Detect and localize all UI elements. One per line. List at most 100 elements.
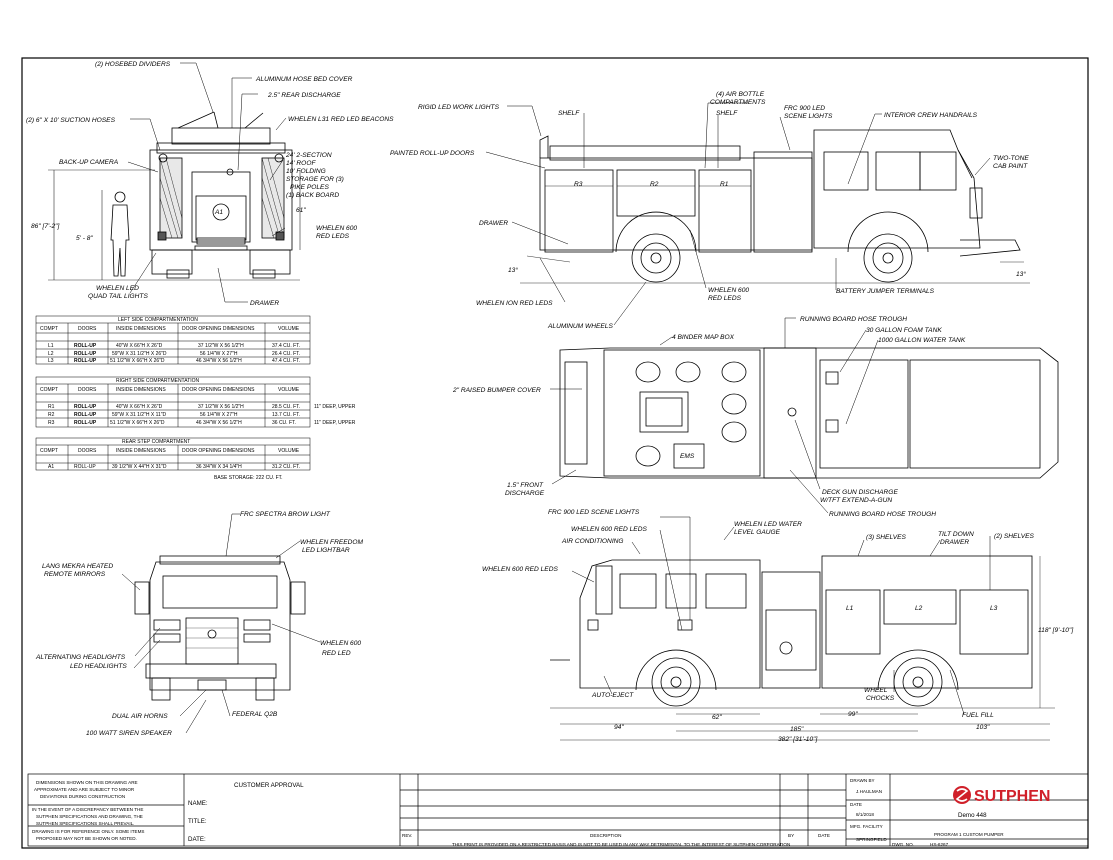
right-row1-doors: ROLL-UP xyxy=(74,404,97,410)
right-th-compt: COMPT xyxy=(40,387,58,393)
right-row2-inside: 59"W X 31 1/2"H X 11"D xyxy=(112,412,167,418)
date-label-right: DATE xyxy=(850,802,862,807)
top-view xyxy=(559,347,1059,479)
left-table-title: LEFT SIDE COMPARTMENTATION xyxy=(118,317,198,323)
disclaimer3-line1: DRAWING IS FOR REFERENCE ONLY. SOME ITEM… xyxy=(32,829,144,834)
label-bumper-cover: 2" RAISED BUMPER COVER xyxy=(452,387,541,394)
mfg-label: MFG. FACILITY xyxy=(850,824,883,829)
label-r3: R3 xyxy=(574,181,583,188)
label-water-gauge-a: WHELEN LED WATER xyxy=(734,521,802,528)
rear-step-table xyxy=(35,437,311,471)
disclaimer3-line2: PROPOSED MAY NOT BE SHOWN OR NOTED. xyxy=(36,836,137,841)
title-block-text: DIMENSIONS SHOWN ON THIS DRAWING ARE APP… xyxy=(32,778,1004,847)
label-federal: FEDERAL Q2B xyxy=(232,711,278,718)
right-row1-inside: 40"W X 66"H X 26"D xyxy=(116,404,163,410)
left-row2-volume: 26.4 CU. FT. xyxy=(272,351,300,357)
date-label: DATE: xyxy=(188,836,206,843)
rear-th-door-opening: DOOR OPENING DIMENSIONS xyxy=(182,448,255,454)
label-whelen-600-b: RED LEDS xyxy=(316,233,350,240)
label-water-tank: 1000 GALLON WATER TANK xyxy=(878,337,966,344)
label-hosebed-dividers: (2) HOSEBED DIVIDERS xyxy=(95,61,171,68)
right-side-view xyxy=(520,129,1030,284)
label-ems: EMS xyxy=(680,453,695,460)
label-dim-86: 86" [7'-2"] xyxy=(31,223,59,230)
label-whelen600-left: WHELEN 600 RED LEDS xyxy=(482,566,558,573)
left-row1-compt: L1 xyxy=(48,343,54,349)
description-header: DESCRIPTION xyxy=(590,833,621,838)
dwg-label: DWG. NO. xyxy=(892,842,914,847)
base-storage: BASE STORAGE: 222 CU. FT. xyxy=(214,475,283,481)
label-map-box: 4 BINDER MAP BOX xyxy=(672,334,735,341)
label-aluminum-wheels: ALUMINUM WHEELS xyxy=(547,323,613,330)
label-dim-103: 103" xyxy=(976,724,990,731)
right-row3-doors: ROLL-UP xyxy=(74,420,97,426)
label-mirrors-b: REMOTE MIRRORS xyxy=(44,571,106,578)
label-l1: L1 xyxy=(846,605,854,612)
demo-label: Demo 448 xyxy=(958,812,987,819)
left-row3-door: 46 3/4"W X 56 1/2"H xyxy=(196,358,242,364)
label-air-horns: DUAL AIR HORNS xyxy=(112,713,168,720)
rear-row1-compt: A1 xyxy=(48,464,54,470)
front-view-leaders xyxy=(121,513,321,734)
label-frc-spectra: FRC SPECTRA BROW LIGHT xyxy=(240,511,331,518)
label-aluminum-hose-bed-cover: ALUMINUM HOSE BED COVER xyxy=(255,76,353,83)
label-fuel-fill: FUEL FILL xyxy=(962,712,994,719)
label-tilt-b: DRAWER xyxy=(940,539,969,546)
disclaimer2-line1: IN THE EVENT OF A DISCREPANCY BETWEEN TH… xyxy=(32,807,143,812)
label-two-tone-b: CAB PAINT xyxy=(993,163,1028,170)
left-row3-doors: ROLL-UP xyxy=(74,358,97,364)
label-alt-headlights: ALTERNATING HEADLIGHTS xyxy=(35,654,126,661)
customer-approval: CUSTOMER APPROVAL xyxy=(234,782,304,789)
left-row3-volume: 47.4 CU. FT. xyxy=(272,358,300,364)
label-siren: 100 WATT SIREN SPEAKER xyxy=(86,730,172,737)
rev-date-header: DATE xyxy=(818,833,830,838)
left-row1-volume: 37.4 CU. FT. xyxy=(272,343,300,349)
disclaimer2-line2: SUTPHEN SPECIFICATIONS AND DRAWING, THE xyxy=(36,814,143,819)
label-shelf-1: SHELF xyxy=(558,110,580,117)
label-drawer-right: DRAWER xyxy=(479,220,508,227)
right-row3-compt: R3 xyxy=(48,420,55,426)
footer-notice: THIS PRINT IS PROVIDED ON A RESTRICTED B… xyxy=(452,842,790,847)
disclaimer1-line2: APPROXIMATE AND ARE SUBJECT TO MINOR xyxy=(34,787,135,792)
mfg-value: SPRINGFIELD xyxy=(856,837,887,842)
rear-row1-doors: ROLL-UP xyxy=(74,464,96,470)
title-block xyxy=(27,773,1089,847)
title-label: TITLE: xyxy=(188,818,207,825)
label-front-discharge-a: 1.5" FRONT xyxy=(507,482,544,489)
label-whelen600-top: WHELEN 600 RED LEDS xyxy=(571,526,647,533)
right-th-inside: INSIDE DIMENSIONS xyxy=(116,387,166,393)
right-compartment-table xyxy=(35,376,311,428)
left-side-text: FRC 900 LED SCENE LIGHTS WHELEN 600 RED … xyxy=(482,509,1073,743)
left-row1-door: 37 1/2"W X 56 1/2"H xyxy=(198,343,244,349)
right-row3-note: 11" DEEP, UPPER xyxy=(314,420,356,426)
label-l3: L3 xyxy=(990,605,998,612)
label-drawer-rear: DRAWER xyxy=(250,300,279,307)
sutphen-logo: SUTPHEN xyxy=(953,786,1050,805)
label-mirrors-a: LANG MEKRA HEATED xyxy=(42,563,113,570)
label-l2: L2 xyxy=(915,605,923,612)
label-led-headlights: LED HEADLIGHTS xyxy=(70,663,127,670)
label-angle-left: 13° xyxy=(508,266,518,274)
right-row2-doors: ROLL-UP xyxy=(74,412,97,418)
rear-row1-door: 36 3/4"W X 34 1/4"H xyxy=(196,464,242,470)
label-dim-94: 94" xyxy=(614,724,624,731)
label-whelen600-front-a: WHELEN 600 xyxy=(320,640,361,647)
label-whelen-led-a: WHELEN LED xyxy=(96,285,139,292)
label-water-gauge-b: LEVEL GAUGE xyxy=(734,529,781,536)
label-deck-gun-b: W/TFT EXTEND-A-GUN xyxy=(820,497,892,504)
rear-th-volume: VOLUME xyxy=(278,448,300,454)
left-side-leaders xyxy=(571,516,991,715)
rear-th-inside: INSIDE DIMENSIONS xyxy=(116,448,166,454)
right-row1-note: 11" DEEP, UPPER xyxy=(314,404,356,410)
label-two-tone-a: TWO-TONE xyxy=(993,155,1029,162)
rear-view-leaders xyxy=(127,62,287,303)
front-view xyxy=(134,555,306,701)
date-value: 8/1/2018 xyxy=(856,812,874,817)
label-storage-6: (1) BACK BOARD xyxy=(286,192,339,199)
right-table-title: RIGHT SIDE COMPARTMENTATION xyxy=(116,378,200,384)
label-running-board-top: RUNNING BOARD HOSE TROUGH xyxy=(800,316,907,323)
sheet-border xyxy=(21,57,1089,849)
label-storage-5: PIKE POLES xyxy=(290,184,329,191)
front-view-text: FRC SPECTRA BROW LIGHT WHELEN FREEDOM LE… xyxy=(35,511,364,737)
